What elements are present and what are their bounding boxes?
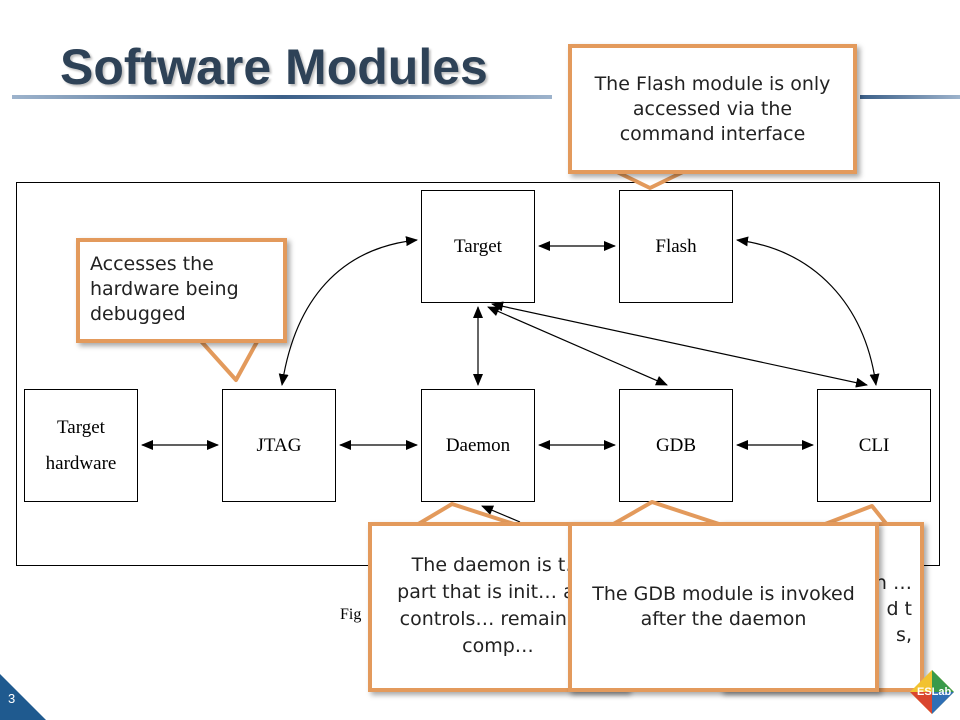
- module-cli-label: CLI: [858, 434, 890, 456]
- callout-gdb-text: The GDB module is invoked after the daem…: [592, 583, 855, 630]
- module-jtag-label: JTAG: [256, 434, 302, 456]
- slide-title: Software Modules: [60, 39, 488, 95]
- module-target-hardware-label-1: Target: [57, 416, 105, 438]
- callout-jtag: Accesses the hardware being debugged: [76, 238, 287, 343]
- page-number: 3: [8, 691, 16, 706]
- module-target-hardware-label-2: hardware: [45, 452, 117, 474]
- module-daemon: Daemon: [421, 389, 535, 502]
- module-target-label: Target: [454, 235, 502, 257]
- module-daemon-label: Daemon: [445, 434, 511, 456]
- callout-jtag-text: Accesses the hardware being debugged: [90, 253, 239, 325]
- eslab-logo-icon: [910, 670, 954, 714]
- module-gdb: GDB: [619, 389, 733, 502]
- link-flash-cli: [736, 236, 880, 386]
- callout-flash: The Flash module is only accessed via th…: [568, 44, 857, 174]
- callout-flash-text: The Flash module is only accessed via th…: [594, 72, 831, 145]
- eslab-logo-text: ESLab: [917, 686, 952, 698]
- link-daemon-below: [481, 505, 521, 523]
- module-gdb-label: GDB: [655, 434, 697, 456]
- module-flash: Flash: [619, 190, 733, 303]
- module-target-hardware: Target hardware: [24, 389, 138, 502]
- module-jtag: JTAG: [222, 389, 336, 502]
- module-cli: CLI: [817, 389, 931, 502]
- link-target-jtag: [278, 236, 418, 386]
- module-flash-label: Flash: [655, 235, 697, 257]
- title-underline-right: [860, 95, 960, 99]
- callout-cli-text: n … d ts,: [874, 572, 912, 646]
- module-target: Target: [421, 190, 535, 303]
- slide-corner-accent: [0, 674, 46, 720]
- callout-gdb: The GDB module is invoked after the daem…: [568, 522, 879, 692]
- figure-caption: Fig: [340, 606, 362, 623]
- callout-daemon-text: The daemon is t… part that is init… and …: [397, 554, 599, 657]
- title-underline: [12, 95, 552, 99]
